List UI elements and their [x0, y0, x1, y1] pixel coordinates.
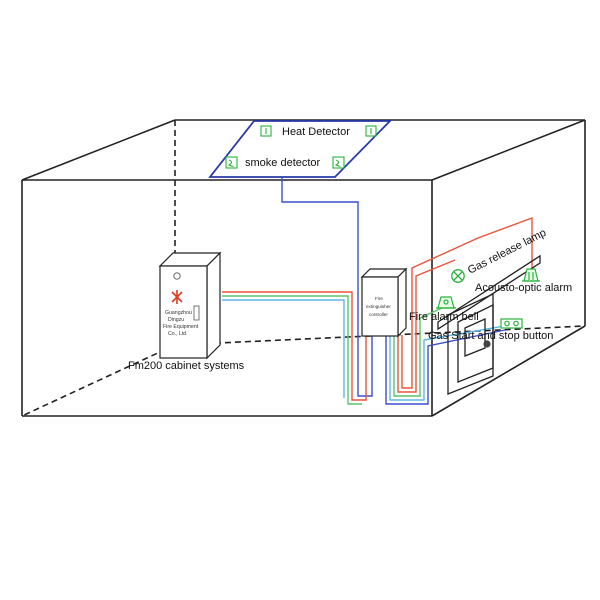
controller-front [361, 276, 399, 337]
cyan-wire [222, 299, 345, 398]
green-wire [222, 295, 362, 405]
lamp-icon [451, 269, 465, 283]
power-wire [397, 259, 456, 393]
cabinet-logo-icon [171, 290, 183, 304]
signal-wire [385, 329, 506, 405]
door-panel [457, 303, 494, 383]
cyan-wire [389, 324, 511, 401]
room-outline [21, 119, 586, 417]
heat-detector-icon [365, 125, 377, 137]
bell-icon [436, 296, 456, 309]
cabinet-plate-line1: Guangzhou [165, 310, 192, 316]
door-knob [483, 340, 491, 348]
ceiling-left-edge [21, 119, 176, 181]
cabinet-gauge-icon [173, 272, 181, 280]
gas-release-lamp-label: Gas release lamp [466, 227, 548, 277]
fire-alarm-bell-label: Fire alarm bell [409, 311, 479, 323]
cabinet-plate-line4: Co., Ltd. [168, 331, 188, 337]
heat-detector-label: Heat Detector [282, 126, 350, 138]
gas-start-stop-button-label: Gas Start and stop button [428, 330, 553, 342]
green-wire [393, 307, 443, 397]
heat-detector-icon [260, 125, 272, 137]
smoke-detector-icon [332, 156, 345, 169]
cabinet-plate-line3: Fire Equipment [163, 324, 199, 330]
button-icon [500, 318, 523, 329]
cabinet-handle [193, 305, 200, 321]
controller-side [397, 267, 407, 338]
ceiling-detector-panel [208, 120, 393, 178]
alarm-siren-icon [522, 268, 540, 282]
signal-wire [281, 177, 373, 397]
controller-plate-line3: controller [369, 312, 388, 317]
ceiling-right-front-edge [431, 119, 586, 181]
floor-right-edge [431, 325, 586, 417]
wiring [222, 177, 533, 405]
cabinet-system-label: Fm200 cabinet systems [128, 360, 245, 372]
door-frame [447, 292, 494, 395]
controller-plate-line2: extinguisher [366, 304, 391, 309]
acousto-optic-alarm-label: Acousto-optic alarm [475, 282, 572, 294]
ceiling-panel-outline [208, 120, 393, 178]
protected-room-door [437, 254, 541, 395]
hidden-floor-left-edge [21, 344, 176, 417]
smoke-detector-label: smoke detector [245, 157, 321, 169]
door-lintel [437, 254, 541, 331]
smoke-detector-icon [225, 156, 238, 169]
power-wire [401, 216, 533, 389]
fm200-cabinet: Guangzhou Dingzu Fire Equipment Co., Ltd… [158, 251, 222, 360]
fire-extinguisher-controller: Fire extinguisher controller [360, 267, 408, 338]
cabinet-side [206, 251, 221, 360]
cabinet-plate-line2: Dingzu [168, 317, 184, 323]
power-wire [222, 291, 367, 401]
controller-plate-line1: Fire [375, 296, 383, 301]
door-window [464, 317, 486, 357]
